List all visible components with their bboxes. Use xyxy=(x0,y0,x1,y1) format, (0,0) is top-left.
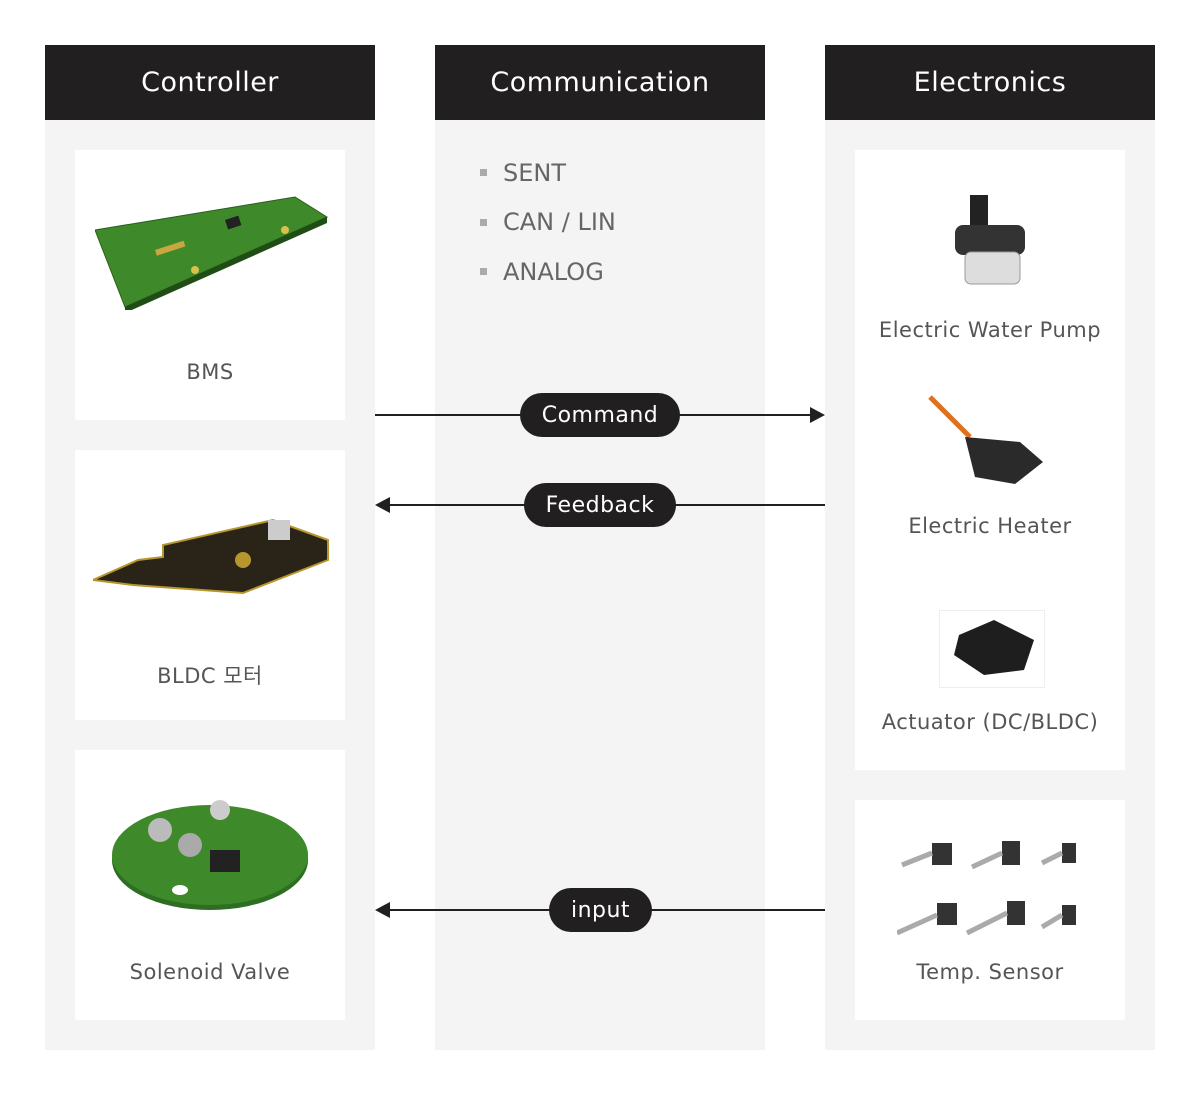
bullet-icon xyxy=(480,218,487,226)
communication-header: Communication xyxy=(435,45,765,120)
protocol-item: ANALOG xyxy=(480,247,616,297)
arrow-right-icon xyxy=(810,407,825,423)
bldc-board-image xyxy=(93,518,329,595)
communication-column: Communication xyxy=(435,45,765,1050)
electronics-header: Electronics xyxy=(825,45,1155,120)
bullet-icon xyxy=(480,268,487,276)
arrow-left-icon xyxy=(375,902,390,918)
arrow-left-icon xyxy=(375,497,390,513)
bms-card: BMS xyxy=(75,150,345,420)
temp-sensors-image xyxy=(897,841,1076,936)
heater-label: Electric Heater xyxy=(908,514,1072,538)
command-pill: Command xyxy=(520,393,680,437)
water-pump-label: Electric Water Pump xyxy=(878,318,1102,342)
temp-sensor-label: Temp. Sensor xyxy=(916,960,1064,984)
input-pill: input xyxy=(549,888,652,932)
protocol-label: ANALOG xyxy=(503,257,604,286)
bullet-icon xyxy=(480,169,487,177)
sensor-card: Temp. Sensor xyxy=(855,800,1125,1020)
solenoid-board-image xyxy=(112,800,308,910)
bldc-label: BLDC 모터 xyxy=(157,664,263,688)
bldc-card: BLDC 모터 xyxy=(75,450,345,720)
water-pump-image xyxy=(955,195,1025,285)
bms-board-image xyxy=(95,196,329,310)
feedback-pill: Feedback xyxy=(524,483,676,527)
actuators-card: Electric Water Pump Electric Heater Actu… xyxy=(855,150,1125,770)
protocol-list: SENT CAN / LIN ANALOG xyxy=(480,148,616,297)
heater-image xyxy=(928,395,1043,484)
controller-header: Controller xyxy=(45,45,375,120)
protocol-item: CAN / LIN xyxy=(480,198,616,248)
protocol-label: CAN / LIN xyxy=(503,208,616,237)
solenoid-card: Solenoid Valve xyxy=(75,750,345,1020)
actuator-label: Actuator (DC/BLDC) xyxy=(881,710,1099,734)
actuator-image xyxy=(939,610,1045,688)
solenoid-label: Solenoid Valve xyxy=(129,960,291,984)
protocol-label: SENT xyxy=(503,158,567,187)
protocol-item: SENT xyxy=(480,148,616,198)
bms-label: BMS xyxy=(186,360,234,384)
